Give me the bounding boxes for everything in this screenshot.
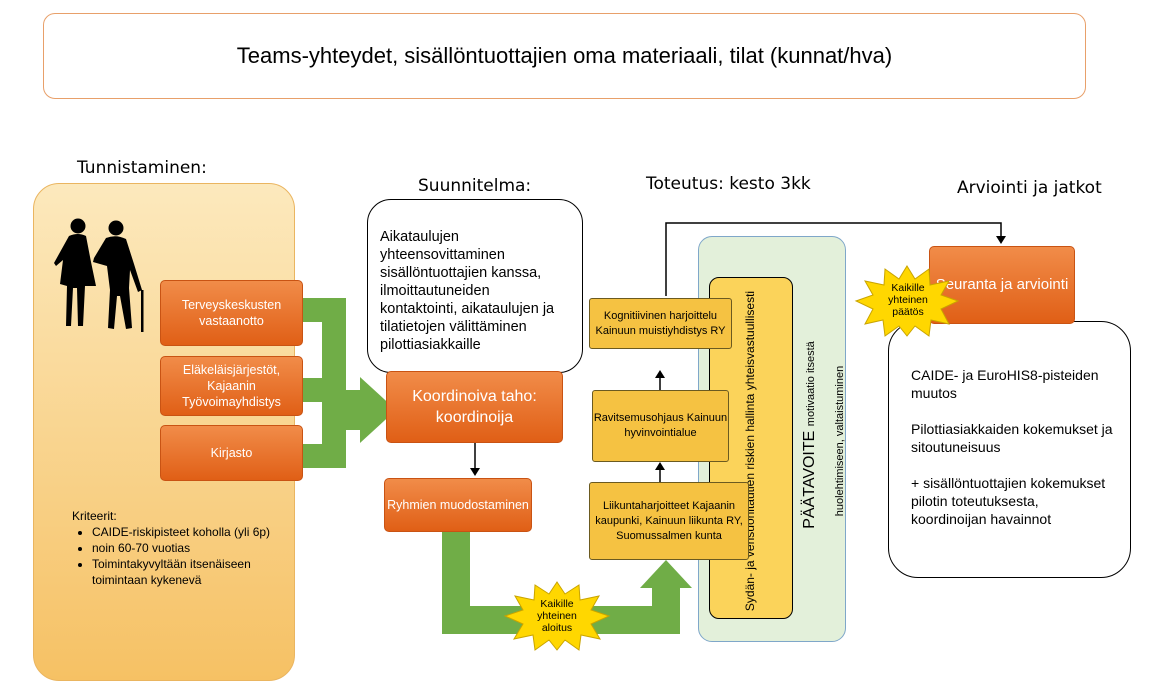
elderly-couple-icon	[54, 218, 144, 332]
start-badge-label: Kaikille yhteinen aloitus	[537, 598, 577, 634]
activity-nutrition-guidance-label: Ravitsemusohjaus Kainuun hyvinvointialue	[593, 412, 728, 439]
heading-evaluation: Arviointi ja jatkot	[957, 178, 1102, 198]
groups-label: Ryhmien muodostaminen	[387, 498, 529, 512]
goal-inner-text: Sydän- ja verisuonitautien riskien halli…	[743, 290, 757, 612]
source-pensioner-organizations-label: Eläkeläisjärjestöt, Kajaanin Työvoimayhd…	[182, 363, 281, 409]
heading-identification: Tunnistaminen:	[77, 158, 207, 178]
heading-implementation: Toteutus: kesto 3kk	[646, 174, 811, 194]
follow-up-label: Seuranta ja arviointi	[935, 276, 1069, 293]
activity-nutrition-guidance: Ravitsemusohjaus Kainuun hyvinvointialue	[592, 390, 729, 462]
criteria-item: noin 60-70 vuotias	[92, 540, 272, 556]
decision-star-burst	[854, 265, 960, 337]
connector-lines	[474, 222, 1002, 482]
criteria-item: Toimintakyvyltään itsenäiseen toimintaan…	[92, 556, 272, 588]
start-star-burst	[503, 581, 611, 651]
activity-cognitive-training-label: Kognitiivinen harjoittelu Kainuun muisti…	[595, 309, 726, 337]
goal-title: PÄÄTAVOITE	[801, 430, 818, 529]
source-health-centers-label: Terveyskeskusten vastaanotto	[181, 298, 282, 328]
groups-box: Ryhmien muodostaminen	[384, 478, 532, 532]
goal-subtitle-1: motivaatio itsestä	[805, 341, 817, 427]
criteria-block: Kriteerit: CAIDE-riskipisteet koholla (y…	[72, 508, 272, 588]
activity-cognitive-training: Kognitiivinen harjoittelu Kainuun muisti…	[589, 298, 732, 349]
merge-arrow	[296, 298, 396, 468]
evaluation-box: CAIDE- ja EuroHIS8-pisteiden muutos Pilo…	[888, 321, 1131, 578]
activity-exercise-label: Liikuntaharjoitteet Kajaanin kaupunki, K…	[595, 499, 743, 542]
activity-exercise: Liikuntaharjoitteet Kajaanin kaupunki, K…	[589, 482, 749, 560]
coordinator-label: Koordinoiva taho: koordinoija	[412, 388, 537, 426]
follow-up-box: Seuranta ja arviointi	[929, 246, 1075, 324]
source-library-label: Kirjasto	[210, 446, 253, 460]
resources-banner-text: Teams-yhteydet, sisällöntuottajien oma m…	[236, 43, 893, 68]
evaluation-item: + sisällöntuottajien kokemukset pilotin …	[911, 475, 1106, 527]
criteria-item: CAIDE-riskipisteet koholla (yli 6p)	[92, 524, 272, 540]
evaluation-item: CAIDE- ja EuroHIS8-pisteiden muutos	[911, 367, 1099, 401]
source-library: Kirjasto	[160, 425, 303, 481]
resources-banner: Teams-yhteydet, sisällöntuottajien oma m…	[43, 13, 1086, 99]
decision-badge-label: Kaikille yhteinen päätös	[888, 282, 928, 318]
source-health-centers: Terveyskeskusten vastaanotto	[160, 280, 303, 346]
goal-title-line: PÄÄTAVOITE motivaatio itsestä	[799, 265, 821, 605]
arrowheads	[470, 236, 1006, 476]
evaluation-item: Pilottiasiakkaiden kokemukset ja sitoutu…	[911, 421, 1113, 455]
source-pensioner-organizations: Eläkeläisjärjestöt, Kajaanin Työvoimayhd…	[160, 356, 303, 416]
heading-plan: Suunnitelma:	[418, 176, 532, 196]
goal-subtitle-2: huolehtimiseen, valtaistuminen	[834, 365, 846, 517]
plan-box: Aikataulujen yhteensovittaminen sisällön…	[367, 199, 583, 373]
plan-text: Aikataulujen yhteensovittaminen sisällön…	[380, 229, 555, 353]
criteria-title: Kriteerit:	[72, 509, 117, 523]
coordinator-box: Koordinoiva taho: koordinoija	[386, 371, 563, 443]
